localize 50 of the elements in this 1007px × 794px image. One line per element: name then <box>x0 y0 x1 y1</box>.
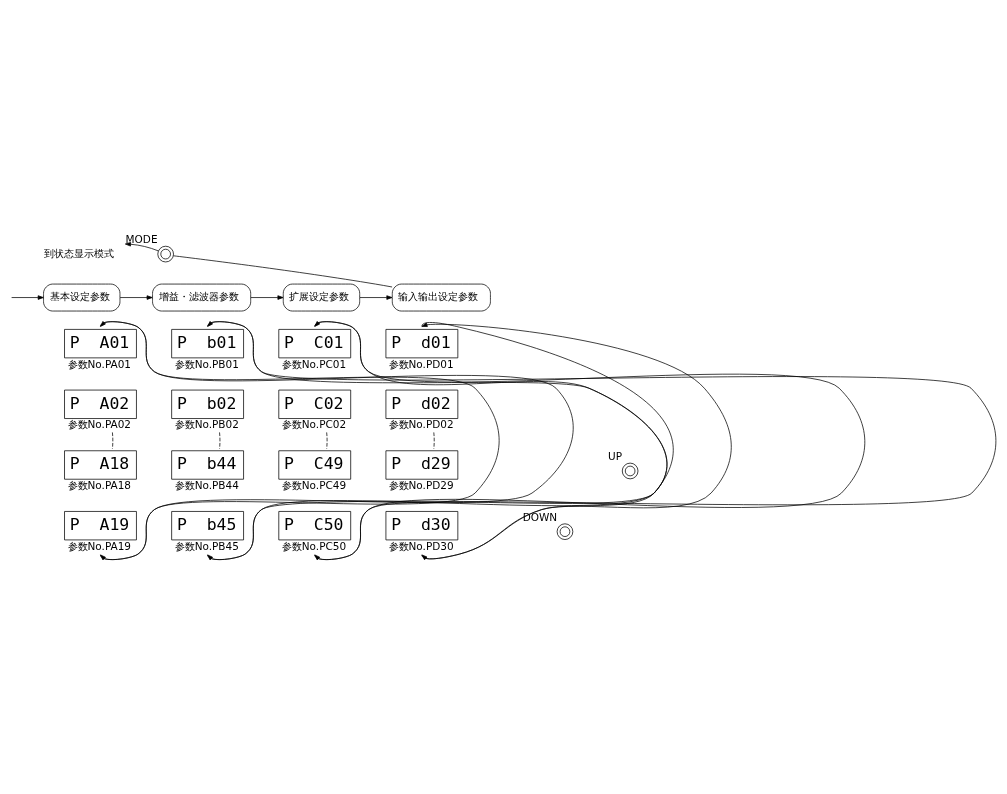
arrow <box>11 294 44 300</box>
node-label: 参数No.PB45 <box>174 539 239 552</box>
node-label: 参数No.PD01 <box>388 357 454 370</box>
node-label: UP <box>608 449 623 462</box>
node-label: 参数No.PC01 <box>281 357 347 370</box>
arrow <box>250 294 284 300</box>
connector <box>112 431 114 449</box>
node-box: P b44 <box>171 449 244 480</box>
node-box: P A02 <box>64 389 137 419</box>
node-label: 参数No.PA01 <box>67 357 132 370</box>
node-label: 参数No.PA19 <box>67 539 132 552</box>
node-box: 增益・滤波器参数 <box>152 283 252 311</box>
node-label: 参数No.PD29 <box>388 478 454 491</box>
node-box: P b02 <box>171 389 244 419</box>
node-box: P A18 <box>64 449 137 480</box>
node-box: P d02 <box>385 389 459 419</box>
node-box: P d01 <box>385 328 459 358</box>
connector <box>219 431 221 449</box>
node-box: 输入输出设定参数 <box>391 283 491 311</box>
arrow <box>119 294 153 300</box>
node-box: P b45 <box>171 510 244 540</box>
node-label: 参数No.PB02 <box>174 417 239 430</box>
node-box: P d30 <box>385 510 459 540</box>
arrow <box>421 321 674 560</box>
node-box: P C01 <box>278 328 352 358</box>
node-box: P A19 <box>64 510 137 540</box>
node-label: 参数No.PC50 <box>281 539 347 552</box>
arrow <box>421 322 732 559</box>
node-box: P C02 <box>278 389 352 419</box>
node-label: 参数No.PC02 <box>281 417 347 430</box>
connector <box>173 254 393 287</box>
node-label: 参数No.PD30 <box>388 539 454 552</box>
node-box: 扩展设定参数 <box>282 283 361 311</box>
node-label: 参数No.PC49 <box>281 478 347 491</box>
node-box: P C50 <box>278 510 352 540</box>
node-label: 参数No.PB44 <box>174 478 239 491</box>
node-label: DOWN <box>522 510 558 523</box>
node-label: 参数No.PB01 <box>174 357 239 370</box>
node-box: 基本设定参数 <box>43 283 121 311</box>
arrow <box>124 241 159 251</box>
node-box: P b01 <box>171 328 244 358</box>
node-label: MODE <box>125 232 158 245</box>
node-box: P d29 <box>385 449 459 480</box>
node-box: P A01 <box>64 328 137 358</box>
node-label: 参数No.PA18 <box>67 478 132 491</box>
node-text: 到状态显示模式 <box>44 246 115 259</box>
node-box: P C49 <box>278 449 352 480</box>
arrow <box>359 294 393 300</box>
node-label: 参数No.PD02 <box>388 417 454 430</box>
node-label: 参数No.PA02 <box>67 417 132 430</box>
